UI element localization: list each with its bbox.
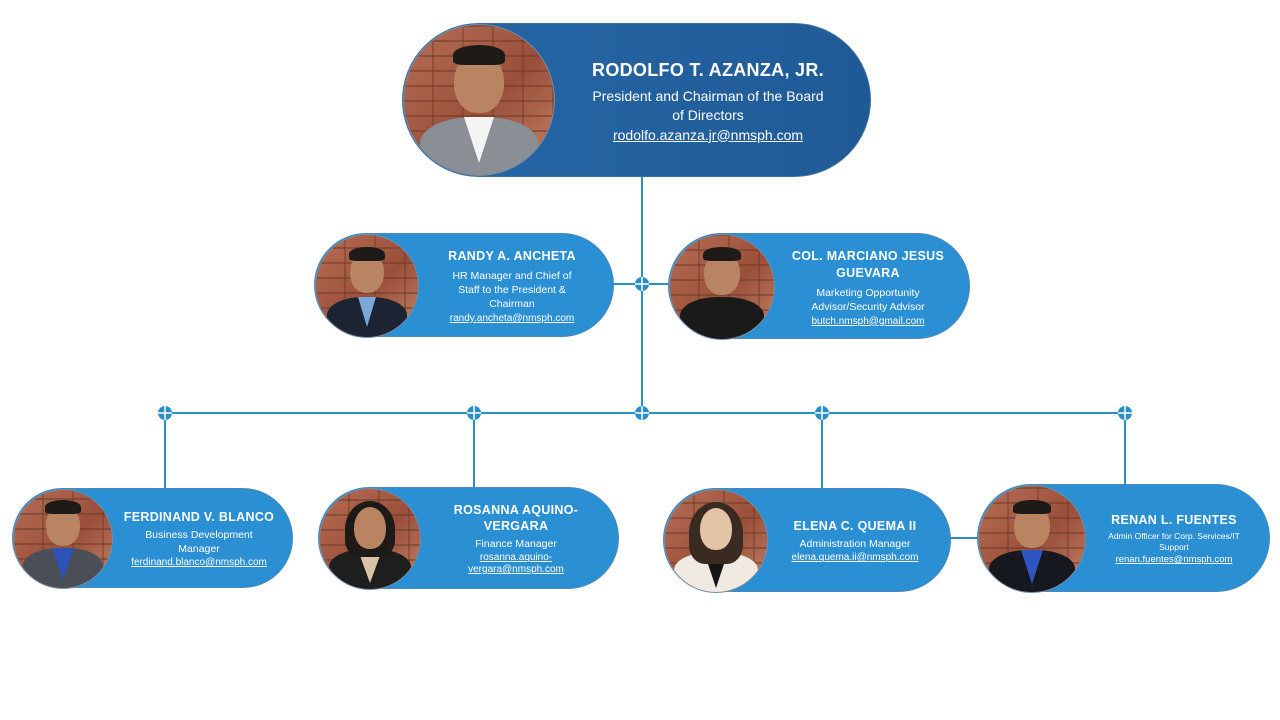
ancheta-title-line: HR Manager and Chief of bbox=[452, 270, 572, 282]
vergara-email-link[interactable]: rosanna.aquino- vergara@nmsph.com bbox=[468, 552, 564, 576]
junction-node bbox=[467, 406, 481, 420]
president-name: RODOLFO T. AZANZA, JR. bbox=[592, 59, 824, 80]
guevara-name-line: COL. MARCIANO JESUS bbox=[791, 248, 945, 263]
guevara-email-link[interactable]: butch.nmsph@gmail.com bbox=[811, 315, 925, 327]
junction-node bbox=[815, 406, 829, 420]
president-title-line: of Directors bbox=[672, 106, 744, 123]
president-photo bbox=[403, 24, 555, 176]
vergara-title: Finance Manager bbox=[475, 538, 557, 550]
guevara-title-line: Advisor/Security Advisor bbox=[811, 300, 925, 313]
blanco-name: FERDINAND V. BLANCO bbox=[123, 510, 275, 524]
blanco-title: Business Development Manager bbox=[145, 528, 252, 556]
manager-card-blanco: FERDINAND V. BLANCO Business Development… bbox=[12, 488, 293, 589]
fuentes-email-link[interactable]: renan.fuentes@nmsph.com bbox=[1115, 554, 1233, 565]
junction-node bbox=[635, 277, 649, 291]
vergara-photo bbox=[319, 488, 421, 590]
junction-nodes bbox=[158, 277, 1132, 420]
guevara-name-line: GUEVARA bbox=[836, 265, 900, 280]
fuentes-name: RENAN L. FUENTES bbox=[1111, 513, 1237, 527]
manager-card-vergara: ROSANNA AQUINO- VERGARA Finance Manager … bbox=[318, 487, 619, 590]
manager-card-fuentes: RENAN L. FUENTES Admin Officer for Corp.… bbox=[977, 484, 1270, 593]
vergara-name: ROSANNA AQUINO- VERGARA bbox=[454, 502, 578, 534]
president-email-link[interactable]: rodolfo.azanza.jr@nmsph.com bbox=[612, 126, 804, 143]
quema-name: ELENA C. QUEMA II bbox=[793, 519, 917, 533]
guevara-title: Marketing Opportunity Advisor/Security A… bbox=[811, 286, 924, 314]
advisor-card-guevara: COL. MARCIANO JESUS GUEVARA Marketing Op… bbox=[668, 233, 970, 340]
ancheta-email-link[interactable]: randy.ancheta@nmsph.com bbox=[449, 313, 575, 324]
guevara-title-line: Marketing Opportunity bbox=[816, 286, 920, 299]
guevara-name: COL. MARCIANO JESUS GUEVARA bbox=[792, 248, 944, 282]
president-title-line: President and Chairman of the Board bbox=[592, 87, 824, 104]
guevara-photo bbox=[669, 234, 775, 340]
quema-photo bbox=[664, 489, 768, 593]
fuentes-title-line: Support bbox=[1159, 542, 1189, 552]
vergara-name-line: VERGARA bbox=[483, 519, 549, 533]
vergara-email-line[interactable]: rosanna.aquino- bbox=[479, 552, 553, 563]
president-title: President and Chairman of the Board of D… bbox=[592, 87, 823, 125]
blanco-email-link[interactable]: ferdinand.blanco@nmsph.com bbox=[131, 557, 267, 568]
ancheta-title: HR Manager and Chief of Staff to the Pre… bbox=[452, 269, 571, 311]
fuentes-title-line: Admin Officer for Corp. Services/IT bbox=[1108, 531, 1240, 541]
president-card: RODOLFO T. AZANZA, JR. President and Cha… bbox=[402, 23, 871, 177]
quema-email-link[interactable]: elena.quema.ii@nmsph.com bbox=[791, 552, 919, 563]
quema-title: Administration Manager bbox=[799, 538, 911, 550]
blanco-title-line: Business Development bbox=[145, 529, 253, 541]
junction-node bbox=[1118, 406, 1132, 420]
junction-node bbox=[635, 406, 649, 420]
fuentes-photo bbox=[978, 485, 1086, 593]
junction-node bbox=[158, 406, 172, 420]
advisor-card-ancheta: RANDY A. ANCHETA HR Manager and Chief of… bbox=[314, 233, 614, 338]
manager-card-quema: ELENA C. QUEMA II Administration Manager… bbox=[663, 488, 951, 593]
ancheta-title-line: Staff to the President & bbox=[458, 284, 566, 296]
ancheta-name: RANDY A. ANCHETA bbox=[448, 249, 576, 263]
blanco-title-line: Manager bbox=[178, 543, 220, 555]
blanco-photo bbox=[13, 489, 113, 589]
ancheta-title-line: Chairman bbox=[489, 298, 535, 310]
fuentes-title: Admin Officer for Corp. Services/IT Supp… bbox=[1108, 531, 1240, 553]
vergara-name-line: ROSANNA AQUINO- bbox=[453, 503, 579, 517]
vergara-email-line[interactable]: vergara@nmsph.com bbox=[468, 564, 564, 575]
ancheta-photo bbox=[315, 234, 419, 338]
